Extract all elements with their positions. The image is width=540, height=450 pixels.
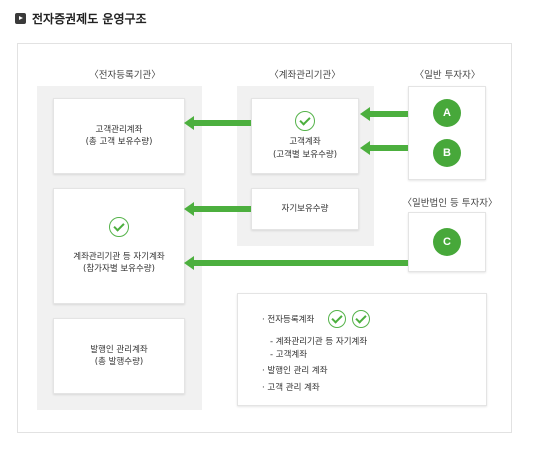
arrow-a-to-customer-account <box>360 107 408 121</box>
general-investor-box: A B <box>408 86 486 180</box>
arrow-own-holdings-to-registry <box>184 202 251 216</box>
institution-own-account-sub: (참가자별 보유수량) <box>83 264 155 274</box>
arrow-c-to-registry <box>184 256 408 270</box>
customer-account-sub: (고객별 보유수량) <box>272 149 338 160</box>
page-title: 전자증권제도 운영구조 <box>15 10 147 27</box>
page-title-text: 전자증권제도 운영구조 <box>32 12 147 26</box>
issuer-mgmt-account-sub: (총 발행수량) <box>94 357 144 367</box>
arrow-b-to-customer-account <box>360 141 408 155</box>
issuer-mgmt-account-box: 발행인 관리계좌 (총 발행수량) <box>53 318 185 394</box>
customer-mgmt-account-box: 고객관리계좌 (총 고객 보유수량) <box>53 98 185 174</box>
legend-item-issuer-account: · 발행인 관리 계좌 <box>262 366 328 376</box>
check-icon <box>295 111 315 132</box>
own-holdings-box: 자기보유수량 <box>251 188 359 230</box>
investor-b-icon: B <box>433 139 461 167</box>
check-icon <box>352 310 371 328</box>
legend-sub-own-account: - 계좌관리기관 등 자기계좌 <box>270 337 368 347</box>
section-label-registry: 〈전자등록기관〉 <box>89 70 161 81</box>
check-icon <box>328 310 347 328</box>
legend-item-electronic-account-label: · 전자등록계좌 <box>262 315 315 325</box>
customer-mgmt-account-title: 고객관리계좌 <box>95 124 143 135</box>
corporate-investor-box: C <box>408 212 486 272</box>
legend-item-customer-mgmt-account: · 고객 관리 계좌 <box>262 383 320 393</box>
arrow-customer-account-to-registry <box>184 116 251 130</box>
section-label-general-investor: 〈일반 투자자〉 <box>414 70 481 81</box>
customer-account-box: 고객계좌 (고객별 보유수량) <box>251 98 359 174</box>
section-label-corporate-investor: 〈일반법인 등 투자자〉 <box>402 198 498 209</box>
customer-mgmt-account-sub: (총 고객 보유수량) <box>85 137 153 147</box>
investor-a-icon: A <box>433 99 461 127</box>
institution-own-account-box: 계좌관리기관 등 자기계좌 (참가자별 보유수량) <box>53 188 185 304</box>
issuer-mgmt-account-title: 발행인 관리계좌 <box>90 344 148 355</box>
section-label-account-mgmt: 〈계좌관리기관〉 <box>269 70 341 81</box>
legend-sub-customer-account: - 고객계좌 <box>270 350 308 360</box>
investor-c-icon: C <box>433 228 461 256</box>
legend-item-electronic-account: · 전자등록계좌 <box>262 310 371 328</box>
customer-account-title: 고객계좌 <box>289 137 321 148</box>
play-square-icon <box>15 13 26 24</box>
institution-own-account-title: 계좌관리기관 등 자기계좌 <box>73 251 165 262</box>
check-icon <box>109 216 129 237</box>
own-holdings-title: 자기보유수량 <box>281 203 329 214</box>
